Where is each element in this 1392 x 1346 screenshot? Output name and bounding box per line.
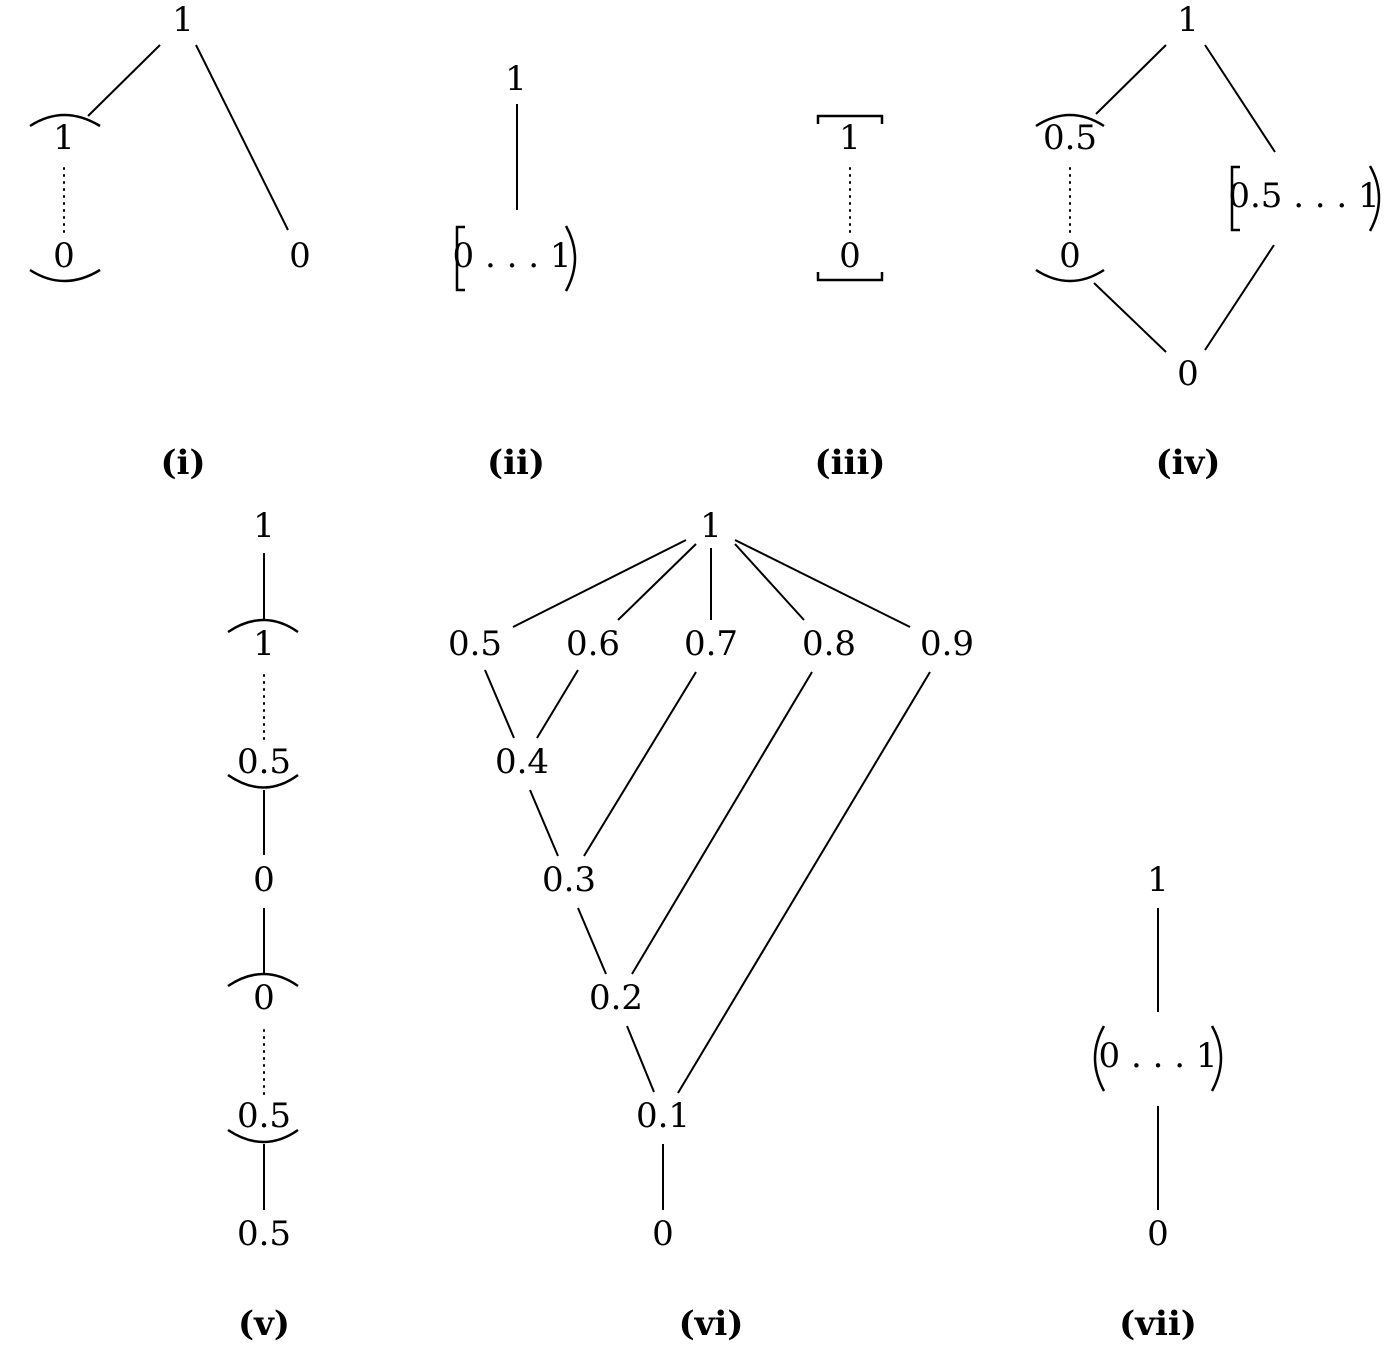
edge bbox=[631, 671, 813, 975]
closed-bracket-top bbox=[816, 114, 884, 124]
edge bbox=[617, 543, 697, 621]
diagram-iv: 1 0.5 0 0.5 . . . 1 0 (iv) bbox=[1035, 0, 1381, 483]
node-bottom: 0 bbox=[1177, 354, 1199, 394]
node-0-8: 0.8 bbox=[802, 624, 856, 664]
node-bottom: 0 bbox=[652, 1214, 674, 1254]
edge bbox=[1095, 44, 1167, 115]
open-paren-right bbox=[564, 225, 577, 292]
node-top: 1 bbox=[505, 59, 527, 99]
node-0-4: 0.4 bbox=[495, 742, 549, 782]
open-bracket-bottom bbox=[227, 773, 299, 789]
node-0-1: 0.1 bbox=[636, 1096, 690, 1136]
edge bbox=[1093, 282, 1167, 353]
diagram-vi: 1 0.5 0.6 0.7 0.8 0.9 0.4 0.3 0.2 0.1 0 … bbox=[448, 506, 974, 1344]
caption-iii: (iii) bbox=[815, 443, 886, 483]
node-0-6: 0.6 bbox=[566, 624, 620, 664]
open-bracket-top bbox=[1035, 113, 1105, 128]
edge bbox=[734, 543, 805, 621]
node-interval: 0.5 . . . 1 bbox=[1228, 176, 1379, 216]
edge bbox=[677, 671, 931, 1094]
node-range-upper: 1 bbox=[53, 118, 75, 158]
open-bracket-bottom bbox=[29, 268, 101, 283]
open-bracket-top bbox=[29, 113, 101, 128]
closed-bracket-bottom bbox=[816, 272, 884, 282]
node-top: 1 bbox=[253, 506, 275, 546]
caption-vii: (vii) bbox=[1119, 1304, 1197, 1344]
diagram-ii: 1 0 . . . 1 (ii) bbox=[453, 59, 577, 483]
node-range-lower: 0 bbox=[1059, 236, 1081, 276]
node-interval: 0 . . . 1 bbox=[1099, 1036, 1218, 1076]
node-top: 1 bbox=[700, 506, 722, 546]
open-bracket-bottom bbox=[227, 1128, 299, 1144]
node-range1-lower: 0.5 bbox=[237, 742, 291, 782]
node-0-7: 0.7 bbox=[684, 624, 738, 664]
caption-v: (v) bbox=[238, 1304, 290, 1344]
node-range-lower: 0 bbox=[839, 236, 861, 276]
node-0-9: 0.9 bbox=[920, 624, 974, 664]
caption-iv: (iv) bbox=[1156, 443, 1221, 483]
node-range1-upper: 1 bbox=[253, 624, 275, 664]
edge bbox=[529, 789, 559, 857]
edge bbox=[87, 44, 161, 117]
caption-i: (i) bbox=[160, 443, 205, 483]
edge bbox=[626, 1025, 655, 1093]
caption-ii: (ii) bbox=[487, 443, 545, 483]
node-right: 0 bbox=[289, 236, 311, 276]
open-paren-right bbox=[1368, 165, 1381, 232]
node-middle: 0 bbox=[253, 860, 275, 900]
node-top: 1 bbox=[1147, 860, 1169, 900]
node-bottom: 0 bbox=[1147, 1214, 1169, 1254]
edge bbox=[1204, 244, 1275, 351]
diagram-vii: 1 0 . . . 1 0 (vii) bbox=[1093, 860, 1223, 1344]
node-0-5: 0.5 bbox=[448, 624, 502, 664]
node-range2-upper: 0 bbox=[253, 978, 275, 1018]
open-bracket-top bbox=[227, 972, 299, 988]
closed-bracket-left bbox=[455, 225, 465, 292]
node-bottom: 0.5 bbox=[237, 1214, 291, 1254]
node-top: 1 bbox=[1177, 0, 1199, 40]
node-0-2: 0.2 bbox=[589, 978, 643, 1018]
node-range-upper: 0.5 bbox=[1043, 118, 1097, 158]
edge bbox=[536, 669, 579, 739]
node-top: 1 bbox=[172, 0, 194, 40]
edge bbox=[512, 539, 687, 628]
caption-vi: (vi) bbox=[679, 1304, 744, 1344]
edge bbox=[734, 539, 911, 628]
open-bracket-top bbox=[227, 618, 299, 634]
node-range-upper: 1 bbox=[839, 118, 861, 158]
open-paren-right bbox=[1210, 1025, 1223, 1092]
node-range2-lower: 0.5 bbox=[237, 1096, 291, 1136]
diagram-iii: 1 0 (iii) bbox=[815, 114, 886, 483]
node-0-3: 0.3 bbox=[542, 860, 596, 900]
diagram-i: 1 1 0 0 (i) bbox=[29, 0, 311, 483]
closed-bracket-left bbox=[1230, 165, 1240, 232]
diagram-v: 1 1 0.5 0 0 0.5 0.5 (v) bbox=[227, 506, 299, 1344]
edge bbox=[577, 907, 607, 975]
edge bbox=[484, 669, 515, 739]
open-bracket-bottom bbox=[1035, 268, 1105, 283]
edge bbox=[1204, 44, 1276, 153]
edge bbox=[583, 671, 697, 857]
node-range-lower: 0 bbox=[53, 236, 75, 276]
node-interval: 0 . . . 1 bbox=[453, 236, 572, 276]
open-paren-left bbox=[1093, 1025, 1106, 1092]
edge bbox=[195, 44, 289, 231]
